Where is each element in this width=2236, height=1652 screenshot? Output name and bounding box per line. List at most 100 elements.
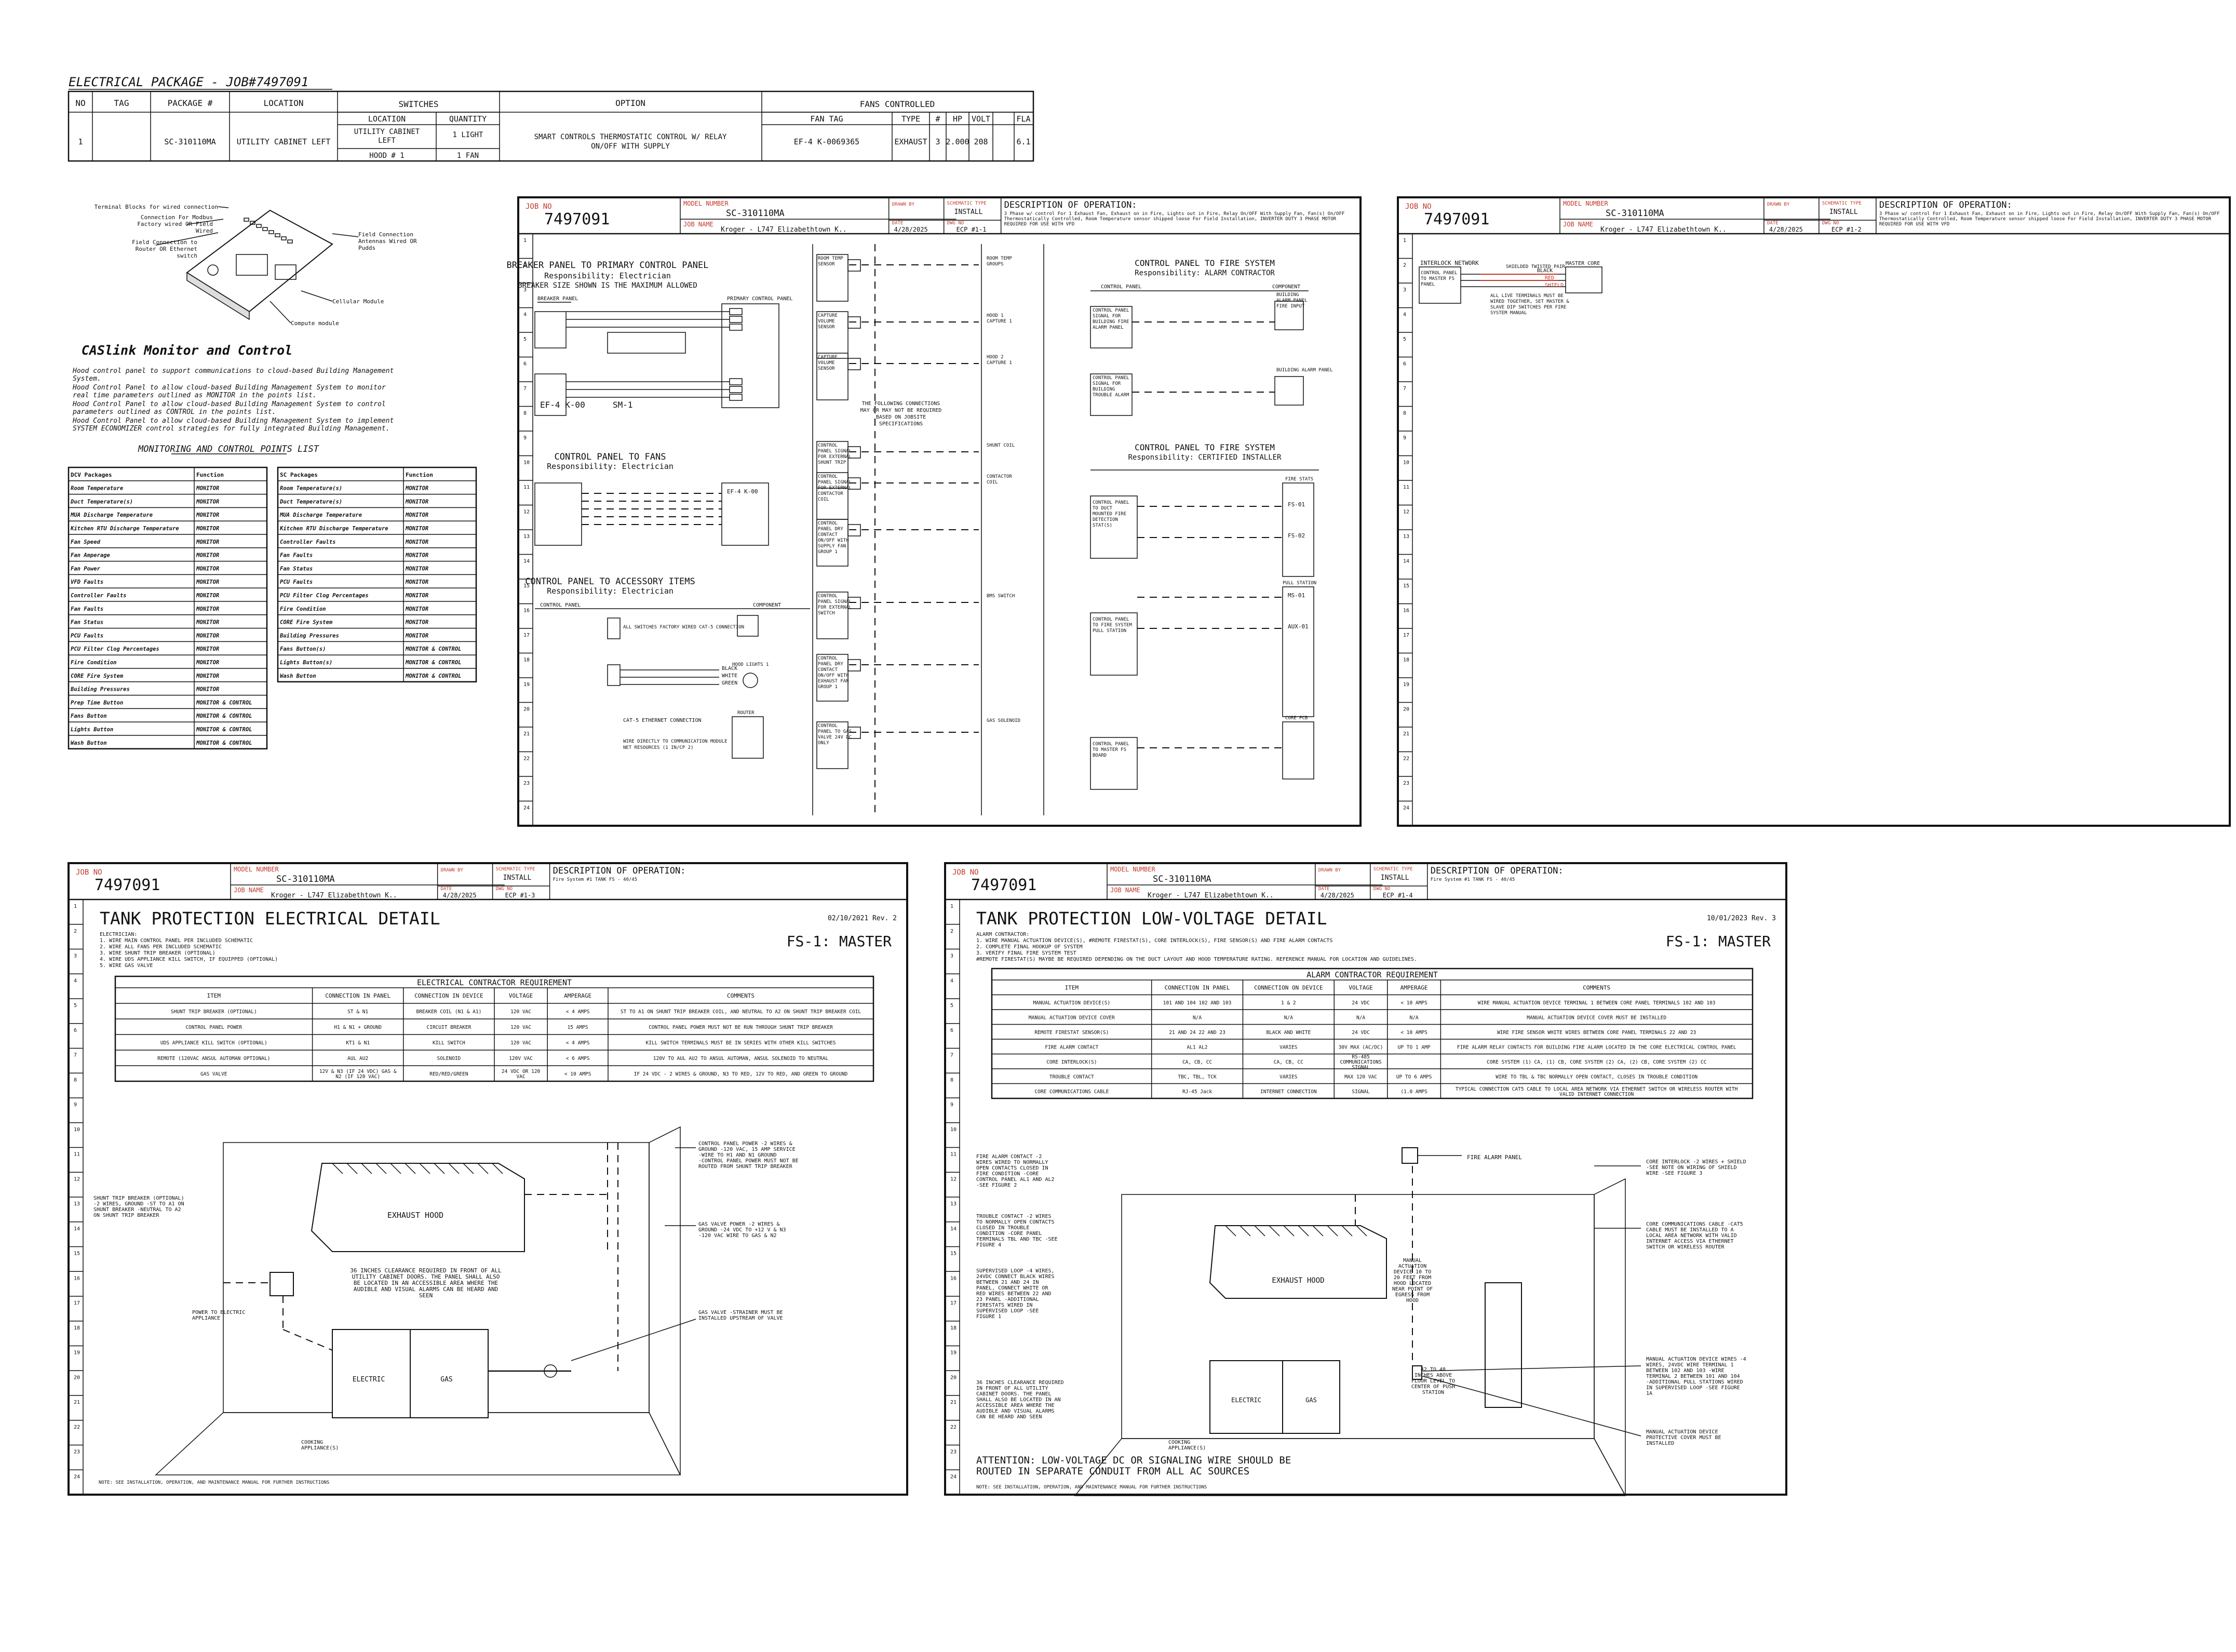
detail-title: TANK PROTECTION ELECTRICAL DETAIL <box>100 908 440 929</box>
text-line: CONTROL <box>818 594 838 599</box>
table-cell: CA, CB, CC <box>1274 1059 1303 1065</box>
interlock-callout: CORE INTERLOCK -2 WIRES + SHIELD-SEE NOT… <box>1646 1159 1746 1176</box>
text-line: N/A <box>1356 1015 1365 1020</box>
terminal-block <box>607 664 621 686</box>
text-line: WIRE -SEE FIGURE 3 <box>1646 1171 1702 1176</box>
row-number: 14 <box>950 1226 957 1232</box>
label-text: DRAWN BY <box>892 202 915 207</box>
points-header: SC Packages <box>280 472 318 478</box>
label-text: SMART CONTROLS THERMOSTATIC CONTROL W/ R… <box>534 133 727 151</box>
electric-appliance <box>1209 1360 1283 1434</box>
label-text: DWG NO <box>947 221 964 226</box>
row-number: 21 <box>523 731 530 737</box>
text-line: MANUAL ACTUATION DEVICE <box>1646 1429 1718 1435</box>
model-number: SC-310110MA <box>1153 874 1211 884</box>
table-cell: CORE SYSTEM (1) CA, (1) CB, CORE SYSTEM … <box>1487 1059 1706 1065</box>
text-line: SYSTEM ECONOMIZER control strategies for… <box>73 425 389 433</box>
text-line: -CONTROL PANEL POWER MUST NOT BE <box>698 1158 799 1164</box>
row-number: 8 <box>1403 411 1406 417</box>
row-number: 11 <box>950 1152 957 1158</box>
text-line: 15 AMPS <box>568 1025 588 1030</box>
text-line: INSTALLED UPSTREAM OF VALVE <box>698 1315 783 1321</box>
point-name: Lights Button <box>71 727 113 733</box>
text-line: SUPERVISED LOOP -4 WIRES, <box>976 1268 1055 1274</box>
text-line: STAT(S) <box>1093 523 1112 528</box>
text-line: TO FIRE SYSTEM <box>1093 623 1132 628</box>
label-text: Responsibility: CERTIFIED INSTALLER <box>1128 453 1282 462</box>
fan-tag-label: EF-4 K-00 <box>540 400 585 410</box>
clearance-note: 36 INCHES CLEARANCE REQUIRED IN FRONT OF… <box>350 1267 502 1299</box>
terminal-block <box>287 239 293 244</box>
row-number: 17 <box>1403 633 1409 638</box>
text-line: 1 & 2 <box>1281 1000 1296 1006</box>
terminal <box>729 394 743 401</box>
hood-label: EXHAUST HOOD <box>387 1211 443 1220</box>
point-function: MONITOR <box>196 620 219 626</box>
text-line: -120 VAC WIRE TO GAS & N2 <box>698 1233 777 1239</box>
text-line: IN FRONT OF ALL UTILITY <box>976 1386 1048 1391</box>
label-text: DRAWN BY <box>1767 202 1790 207</box>
table-cell: UDS APPLIANCE KILL SWITCH (OPTIONAL) <box>160 1040 267 1046</box>
intro-line: 2. COMPLETE FINAL HOOKUP OF SYSTEM <box>976 944 1083 950</box>
wire-line <box>1327 1225 1338 1237</box>
table-cell: MANUAL ACTUATION DEVICE COVER <box>1029 1015 1115 1020</box>
text-line: TERMINAL 2 BETWEEN 101 AND 104 <box>1646 1374 1740 1379</box>
row-number: 12 <box>523 509 530 515</box>
text-line: CONTROL <box>818 521 838 526</box>
text-line: PANEL, CONNECT WHITE OR <box>976 1285 1048 1291</box>
text-line: ALARM PANEL <box>1093 325 1124 330</box>
row-number: 13 <box>523 534 530 540</box>
text-line: APPLIANCE <box>192 1315 220 1321</box>
point-name: Fan Power <box>71 566 101 572</box>
drawing-number: ECP #1-1 <box>957 226 987 233</box>
table-cell: KT1 & N1 <box>346 1040 370 1046</box>
terminal-block <box>256 224 262 228</box>
text-line: CA, CB, CC <box>1182 1059 1212 1065</box>
point-name: PCU Faults <box>280 579 313 585</box>
row-number: 18 <box>523 657 530 663</box>
package-title: ELECTRICAL PACKAGE - JOB#7497091 <box>69 75 308 89</box>
breaker-1ph-box <box>534 311 567 348</box>
label-text: RED <box>1545 275 1554 281</box>
text-line: < 10 AMPS <box>1400 1030 1427 1036</box>
text-line: PROTECTIVE COVER MUST BE <box>1646 1435 1721 1441</box>
table-cell: CORE INTERLOCK(S) <box>1046 1059 1097 1065</box>
row-number: 5 <box>1403 337 1406 342</box>
revision: 10/01/2023 Rev. 3 <box>1707 915 1776 922</box>
breaker-3ph-box <box>534 373 567 416</box>
row-number: 11 <box>1403 485 1409 490</box>
text-line: SWITCH OR WIRELESS ROUTER <box>1646 1244 1725 1250</box>
text-line: WIRE DIRECTLY TO COMMUNICATION MODULE <box>623 739 727 744</box>
point-name: PCU Faults <box>71 633 103 639</box>
points-list-title: MONITORING AND CONTROL POINTS LIST <box>138 444 320 454</box>
job-name-label: JOB NAME <box>234 887 264 894</box>
text-line: APPLIANCE(S) <box>1168 1445 1206 1451</box>
job-no-label: JOB NO <box>76 868 102 877</box>
text-line: TBC, TBL, TCK <box>1178 1074 1217 1080</box>
text-line: REQUIRED FOR USE WITH VFD <box>1879 222 1949 227</box>
attention-note: ATTENTION: LOW-VOLTAGE DC OR SIGNALING W… <box>976 1455 1291 1477</box>
text-line: SHUNT BREAKER -NEUTRAL TO A2 <box>93 1207 181 1213</box>
hood-light-symbol <box>743 673 758 688</box>
text-line: Antennas Wired OR <box>358 238 417 245</box>
text-line: ROOM TEMP <box>818 256 843 261</box>
text-line: SHUNT TRIP BREAKER (OPTIONAL) <box>171 1009 257 1015</box>
text-line: REMOTE (120VAC ANSUL AUTOMAN OPTIONAL) <box>157 1056 270 1062</box>
job-no: 7497091 <box>971 876 1036 894</box>
text-line: HOOD LOCATED <box>1394 1281 1431 1286</box>
text-line: ROUTED IN SEPARATE CONDUIT FROM ALL AC S… <box>976 1466 1249 1477</box>
job-name-label: JOB NAME <box>1110 887 1140 894</box>
row-number: 7 <box>950 1053 953 1058</box>
terminal <box>847 259 861 272</box>
row-number: 2 <box>523 263 527 268</box>
table-cell: WIRE FIRE SENSOR WHITE WIRES BETWEEN COR… <box>1497 1030 1696 1036</box>
row-number: 17 <box>74 1300 80 1306</box>
intro-line: 1. WIRE MAIN CONTROL PANEL PER INCLUDED … <box>100 938 253 944</box>
caslink-module-section: Terminal Blocks for wired connectionConn… <box>68 204 477 750</box>
